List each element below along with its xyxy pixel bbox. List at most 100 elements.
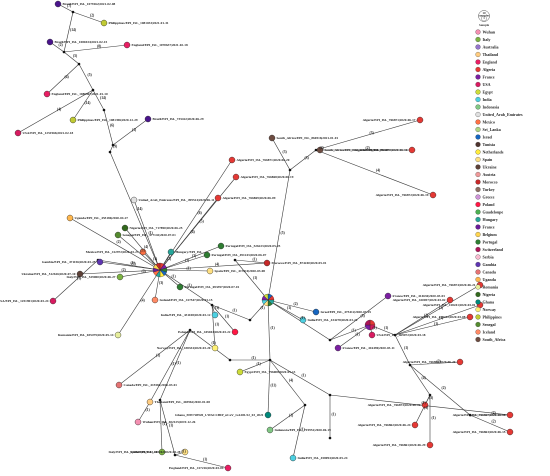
legend-swatch: [475, 171, 481, 178]
legend-label: Tunisia: [483, 142, 496, 147]
mutation-count: (4): [376, 169, 381, 173]
mutation-count: (1): [424, 314, 429, 318]
sample-node: [114, 231, 122, 239]
mutation-count: (4): [191, 230, 196, 234]
legend-swatch: [475, 156, 481, 163]
mutation-count: (4): [422, 376, 427, 380]
mutation-count: (4): [65, 75, 70, 79]
legend-label: Belgium: [483, 232, 498, 237]
sample-node: [176, 283, 184, 291]
legend-swatch: [475, 66, 481, 73]
mutation-count: (1): [301, 428, 306, 432]
legend-label: Sri_Lanka: [483, 127, 501, 132]
sample-node: [312, 308, 320, 316]
network-edge: [289, 149, 317, 171]
network-edge: [72, 11, 105, 24]
legend-scale-circle-small: [481, 15, 487, 22]
legend-label: Thailand: [483, 52, 499, 57]
sample-node: [46, 38, 54, 46]
sample-node: [217, 242, 225, 250]
mutation-count: (1): [132, 128, 137, 132]
sample-node: [506, 428, 514, 436]
mutation-count: (4): [141, 299, 146, 303]
legend-label: Netherlands: [483, 149, 504, 154]
legend-swatch: [475, 111, 481, 118]
mutation-count: (1): [352, 329, 357, 333]
mutation-count: (2): [90, 14, 95, 18]
sample-label: Portugal/EPI_ISL_491243|2020-06-07: [212, 253, 267, 257]
sample-node: [466, 313, 474, 321]
legend-scale-text: 1: [483, 16, 485, 20]
sample-label: Romania/EPI_ISL_655479|2020-05-14: [58, 333, 114, 337]
network-edge: [315, 149, 434, 196]
sample-label: Philippines/EPI_ISL_1081396|2020-12-29: [78, 118, 138, 122]
mutation-count: (1): [177, 361, 182, 365]
sample-node: [134, 418, 142, 426]
network-edge: [329, 295, 389, 341]
mutation-count: (6): [110, 124, 115, 128]
mutation-count: (1): [215, 323, 220, 327]
sample-label: South_Africa/EPI_ISL_860516|2021-01-01: [277, 136, 339, 140]
legend-label: Spain: [483, 157, 494, 162]
sample-label: Spain/EPI_ISL_418242|2020-03-28: [130, 450, 181, 454]
sample-node: [49, 297, 57, 305]
sample-label: Brazil/EPI_ISL_1080434|2021-02-15: [55, 40, 108, 44]
mutation-count: (11): [271, 384, 278, 388]
mutation-count: (14): [137, 207, 144, 211]
legend-swatch: [475, 284, 481, 290]
legend-swatch: [475, 186, 481, 193]
sample-label: Iceland/EPI_ISL_417547|2020-03-15: [160, 298, 213, 302]
legend-label: Switzerland: [483, 247, 504, 252]
legend-label: USA: [483, 82, 491, 87]
sample-label: Israel/EPI_ISL_475412|2020-03-25: [321, 310, 372, 314]
legend-label: Guadeloupe: [483, 209, 504, 214]
median-vector-node: [102, 108, 106, 112]
legend-swatch: [475, 141, 481, 148]
legend-swatch: [475, 89, 481, 95]
median-vector-node: [210, 303, 214, 307]
legend-label: Greece: [483, 194, 495, 199]
legend-swatch: [475, 179, 481, 185]
mutation-count: (1): [212, 341, 217, 345]
legend-label: Serbia: [483, 254, 494, 259]
mutation-count: (7): [67, 4, 72, 8]
sample-label: Algeria/EPI_ISL_766871|2020-06-17: [363, 118, 416, 122]
sample-label: United_Arab_Emirates/EPI_ISL_499514|2020…: [139, 198, 215, 202]
network-edge: [267, 299, 271, 361]
sample-node: [54, 0, 62, 8]
sample-label: Algeria/EPI_ISL_766863|2020-06-15: [453, 430, 506, 434]
mutation-count: (1): [172, 275, 177, 279]
hub-node-europe: [152, 262, 168, 278]
legend-swatch: [475, 254, 481, 260]
network-edge: [118, 329, 191, 386]
sample-label: Algeria/EPI_ISL_766873|2020-06-22: [368, 403, 421, 407]
mutation-count: (2): [117, 240, 122, 244]
network-edge: [267, 169, 291, 301]
network-edge: [267, 359, 271, 416]
sample-label: Gambia/EPI_ISL_471156|2020-03-25: [42, 260, 96, 264]
legend-label: Nigeria: [483, 292, 496, 297]
legend-label: Senegal: [483, 322, 497, 327]
mutation-count: (3): [142, 270, 147, 274]
mutation-count: (3): [370, 131, 375, 135]
legend-swatch: [475, 126, 481, 133]
sample-label: Ghana_MW728920_1/WACCBIP_nCoV_GA281/22_0…: [175, 413, 264, 417]
legend-label: Portugal: [483, 239, 499, 244]
legend-label: South_Africa: [483, 337, 506, 342]
sample-label: Portugal/EPI_ISL_693397|2020-07-01: [185, 285, 240, 289]
sample-label: Algeria/EPI_ISL_418241|2020-03-01: [423, 303, 476, 307]
network-edge: [211, 304, 216, 349]
legend-swatch: [475, 239, 481, 245]
mutation-count: (1): [182, 450, 187, 454]
mutation-count: (1): [203, 458, 208, 462]
mutation-count: (1): [287, 306, 292, 310]
legend-swatch: [475, 231, 481, 238]
network-edge: [337, 324, 371, 349]
legend-label: France: [483, 74, 495, 79]
sample-label: USA/EPI_ISL_1251966|2021-02-18: [23, 131, 74, 135]
median-vector-node: [108, 150, 112, 154]
network-edge: [159, 262, 268, 271]
legend-swatch: [475, 51, 481, 58]
sample-node: [263, 259, 271, 267]
network-edge: [159, 245, 222, 271]
